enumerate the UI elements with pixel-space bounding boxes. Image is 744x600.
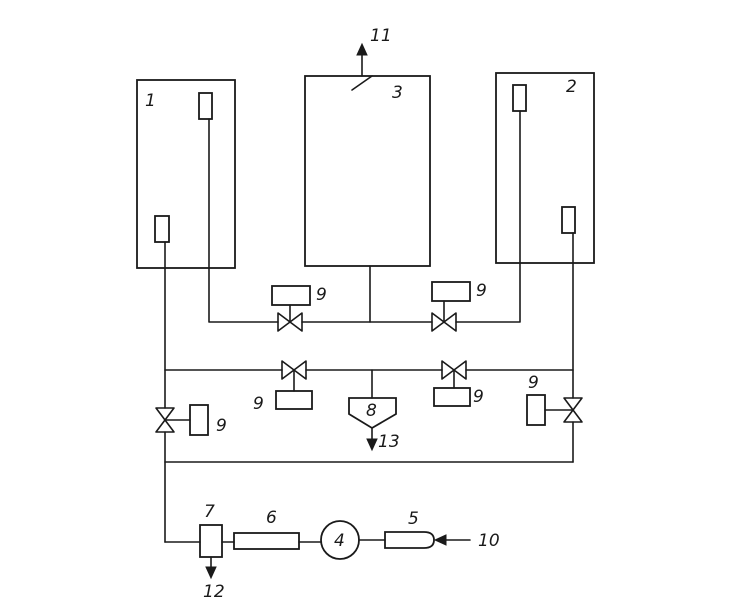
vessel-3-vent-mark [351,75,373,91]
unit-6-body [233,532,300,550]
upper-manifold: 9 9 [208,110,521,332]
label-8: 8 [366,401,377,421]
label-11: 11 [370,26,392,46]
arrow-up-icon [356,42,368,56]
inlet-10: 10 [433,531,500,551]
unit-8: 8 13 [348,369,400,452]
vessel-1-lower-sensor [154,215,170,243]
bottom-train: 7 12 6 4 5 10 [199,502,500,600]
actuator-left-vertical [189,404,209,436]
label-7: 7 [204,502,215,522]
label-4: 4 [334,531,345,551]
vessel-2-upper-sensor [512,84,527,112]
valve-middle-left: 9 [253,360,313,414]
unit-5: 5 [384,509,435,549]
vessel-3-body [304,75,431,267]
vessel-1: 1 [136,79,236,269]
actuator-upper-right [431,281,471,302]
valve-upper-left: 9 [271,285,327,332]
unit-6: 6 [233,508,300,550]
label-3: 3 [392,83,403,103]
vessel-2: 2 [495,72,595,264]
valve-middle-right: 9 [433,360,484,407]
label-5: 5 [408,509,419,529]
vessel-3: 3 [304,75,431,267]
valve-right-vertical: 9 [526,373,583,426]
vessel-1-upper-sensor [198,92,213,120]
label-9-left: 9 [216,416,227,436]
vessel-1-body [136,79,236,269]
label-13: 13 [378,432,400,452]
unit-7-body [199,524,223,558]
outlet-11: 11 [356,26,392,77]
label-1: 1 [145,91,156,111]
label-9-upper-left: 9 [316,285,327,305]
unit-8-body [348,397,397,430]
actuator-middle-left [275,390,313,410]
actuator-middle-right [433,387,471,407]
middle-manifold: 9 9 8 13 9 9 [155,232,583,452]
lower-return-line [164,421,574,543]
unit-5-body [384,531,435,549]
label-9-right: 9 [528,373,539,393]
vessel-2-lower-sensor [561,206,576,234]
label-9-middle-right: 9 [473,387,484,407]
arrow-left-icon [433,534,447,546]
unit-7: 7 12 [199,502,225,600]
label-9-middle-left: 9 [253,394,264,414]
label-12: 12 [203,582,225,600]
actuator-upper-left [271,285,311,306]
valve-upper-right: 9 [431,281,487,332]
arrow-down-icon [205,566,217,580]
valve-left-vertical: 9 [155,404,227,436]
actuator-right-vertical [526,394,546,426]
arrow-down-icon [366,438,378,452]
label-9-upper-right: 9 [476,281,487,301]
label-10: 10 [478,531,500,551]
label-2: 2 [566,77,577,97]
vessel-2-body [495,72,595,264]
unit-4: 4 [320,520,360,560]
label-6: 6 [266,508,277,528]
